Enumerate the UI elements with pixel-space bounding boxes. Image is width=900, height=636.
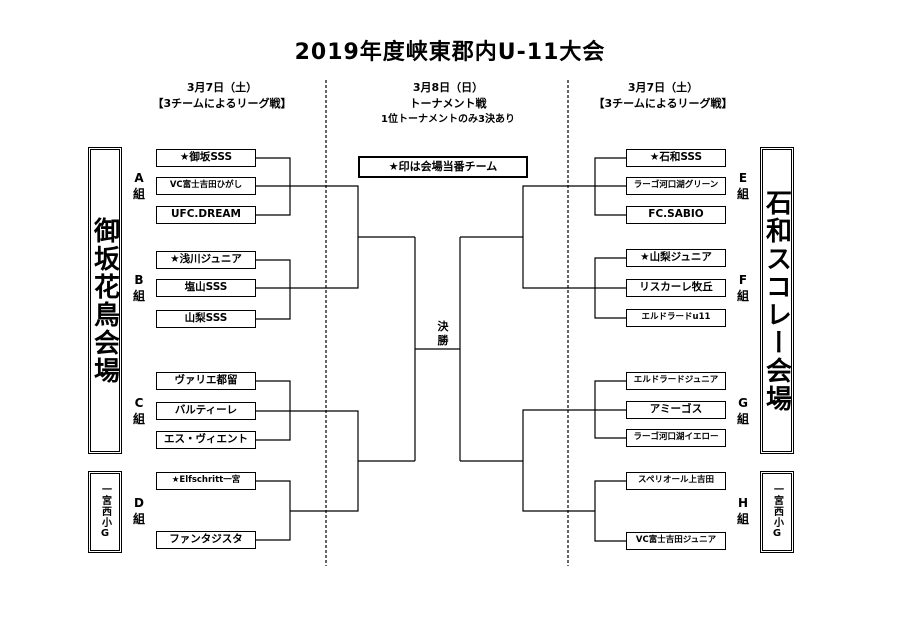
group-a-label: A組 xyxy=(132,171,145,201)
center-header-format: トーナメント戦 xyxy=(409,97,487,110)
group-d-label: D組 xyxy=(132,496,145,526)
team-e2: ラーゴ河口湖グリーン xyxy=(626,177,726,195)
left-header: 3月7日（土） 【3チームによるリーグ戦】 xyxy=(142,80,302,112)
right-small-venue-label: 一宮西小G xyxy=(771,484,783,540)
center-header-note: 1位トーナメントのみ3決あり xyxy=(381,114,515,125)
left-main-venue: 御坂花鳥会場 xyxy=(88,147,122,454)
right-main-venue: 石和スコレー会場 xyxy=(760,147,794,454)
left-main-venue-label: 御坂花鳥会場 xyxy=(89,216,120,385)
team-g1: エルドラードジュニア xyxy=(626,372,726,390)
right-main-venue-label: 石和スコレー会場 xyxy=(761,188,792,413)
page-title: 2019年度峡東郡内U-11大会 xyxy=(294,40,606,65)
group-e-label: E組 xyxy=(736,171,749,201)
group-c-label: C組 xyxy=(132,396,145,426)
team-c1: ヴァリエ都留 xyxy=(156,372,256,390)
group-h-bracket xyxy=(594,480,627,542)
team-d1: ★Elfschritt一宮 xyxy=(156,472,256,490)
left-header-date: 3月7日（土） xyxy=(186,81,258,94)
group-h-label: H組 xyxy=(736,496,749,526)
ef-match xyxy=(522,185,595,289)
group-g-label: G組 xyxy=(736,396,749,426)
team-a2: VC富士吉田ひがし xyxy=(156,177,256,195)
team-h2: VC富士吉田ジュニア xyxy=(626,532,726,550)
team-g3: ラーゴ河口湖イエロー xyxy=(626,429,726,447)
right-header-date: 3月7日（土） xyxy=(627,81,699,94)
left-header-format: 【3チームによるリーグ戦】 xyxy=(152,97,292,110)
team-d2: ファンタジスタ xyxy=(156,531,256,549)
center-header-date: 3月8日（日） xyxy=(412,81,484,94)
team-a1: ★御坂SSS xyxy=(156,149,256,167)
group-b-label: B組 xyxy=(132,273,145,303)
ab-match xyxy=(290,185,359,289)
group-d-bracket xyxy=(255,480,291,541)
team-c3: エス・ヴィエント xyxy=(156,431,256,449)
team-e3: FC.SABIO xyxy=(626,206,726,224)
team-a3: UFC.DREAM xyxy=(156,206,256,224)
left-small-venue-label: 一宮西小G xyxy=(99,484,111,540)
cd-match xyxy=(290,410,359,512)
gh-match xyxy=(522,409,595,512)
group-f-label: F組 xyxy=(736,273,749,303)
team-g2: アミーゴス xyxy=(626,401,726,419)
right-header: 3月7日（土） 【3チームによるリーグ戦】 xyxy=(583,80,743,112)
team-c2: バルティーレ xyxy=(156,402,256,420)
team-b2: 塩山SSS xyxy=(156,279,256,297)
team-f3: エルドラードu11 xyxy=(626,309,726,327)
team-h1: スペリオール上吉田 xyxy=(626,472,726,490)
right-small-venue: 一宮西小G xyxy=(760,471,794,553)
team-b3: 山梨SSS xyxy=(156,310,256,328)
left-small-venue: 一宮西小G xyxy=(88,471,122,553)
right-header-format: 【3チームによるリーグ戦】 xyxy=(593,97,733,110)
team-f1: ★山梨ジュニア xyxy=(626,249,726,267)
legend-note: ★印は会場当番チーム xyxy=(358,156,528,178)
team-e1: ★石和SSS xyxy=(626,149,726,167)
team-b1: ★浅川ジュニア xyxy=(156,251,256,269)
team-f2: リスカーレ牧丘 xyxy=(626,279,726,297)
final-label: 決勝 xyxy=(437,320,449,347)
center-header: 3月8日（日） トーナメント戦 1位トーナメントのみ3決あり xyxy=(363,80,533,128)
group-b-bracket xyxy=(255,259,291,320)
